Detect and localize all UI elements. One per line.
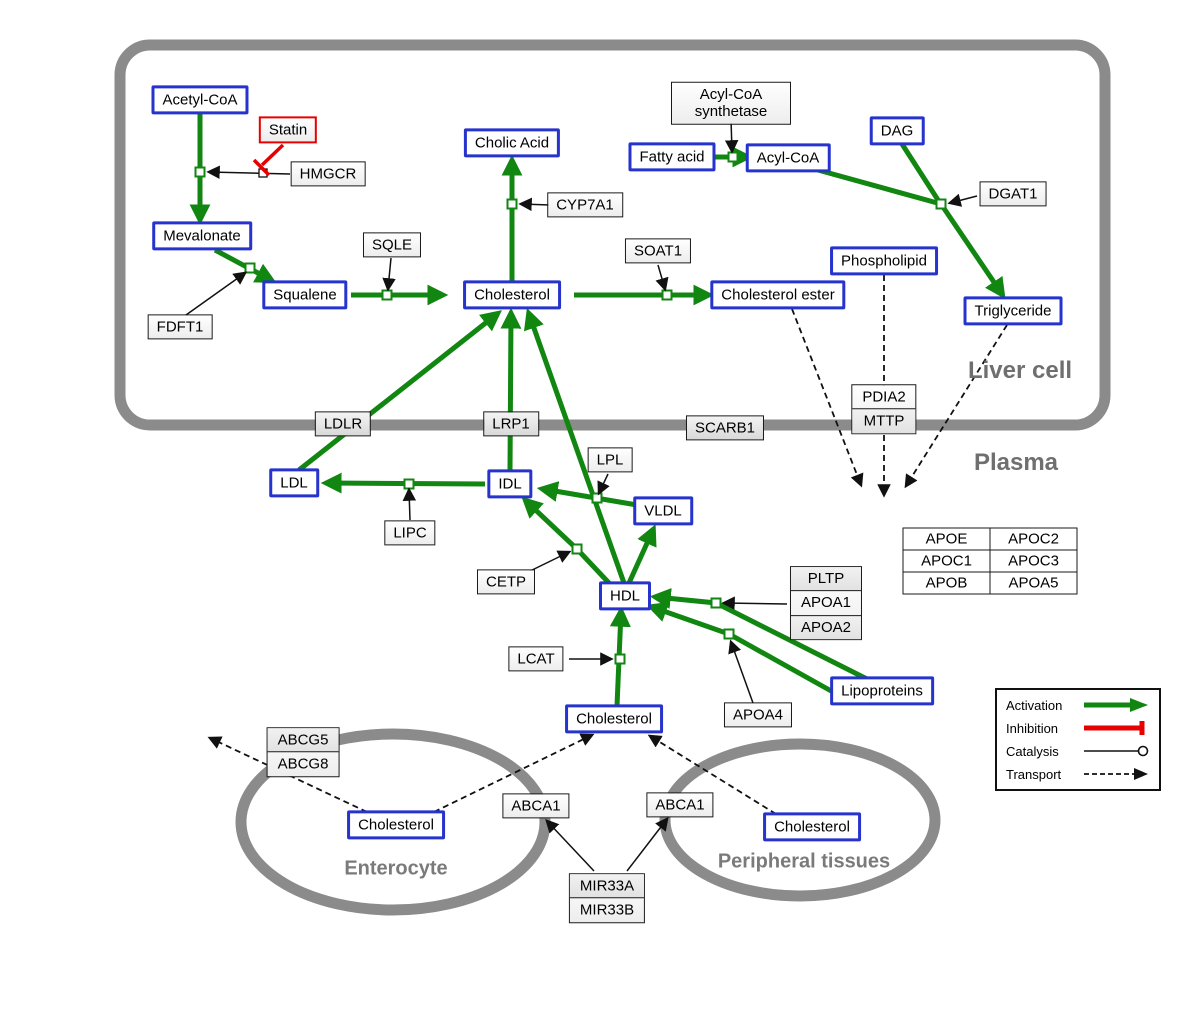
node-ldl[interactable]: LDL [269,468,319,498]
transport-dashed-arrow-icon [1084,768,1148,780]
node-cholesterol-plasma[interactable]: Cholesterol [565,704,663,734]
peripheral-tissues-label: Peripheral tissues [717,850,891,873]
legend-catalysis-row: Catalysis [1006,743,1150,759]
node-sqle[interactable]: SQLE [362,232,422,258]
node-acyl-coa-synthetase[interactable]: Acyl-CoA synthetase [671,81,791,125]
apolipoprotein-table: APOE APOC2 APOC1 APOC3 APOB APOA5 [902,527,1078,595]
node-cholic-acid[interactable]: Cholic Acid [463,128,561,158]
legend-activation-row: Activation [1006,697,1150,713]
legend: Activation Inhibition Catalysis Transpor… [995,688,1161,791]
inhibition-edge [252,143,285,177]
node-mir33b[interactable]: MIR33B [569,897,645,922]
node-lipc[interactable]: LIPC [384,520,436,546]
node-cholesterol-enterocyte[interactable]: Cholesterol [347,810,445,840]
node-dgat1[interactable]: DGAT1 [979,181,1047,207]
activation-edges [189,113,1006,707]
node-hmgcr[interactable]: HMGCR [290,161,366,187]
node-cholesterol-liver[interactable]: Cholesterol [463,280,561,310]
node-apoe[interactable]: APOE [902,527,991,551]
node-vldl[interactable]: VLDL [633,496,693,526]
stack-pdia2-mttp: PDIA2 MTTP [851,384,917,434]
node-abca1-enterocyte[interactable]: ABCA1 [502,793,570,819]
legend-transport-row: Transport [1006,766,1150,782]
node-hdl[interactable]: HDL [598,581,652,611]
node-apob[interactable]: APOB [902,571,991,595]
node-triglyceride[interactable]: Triglyceride [963,296,1063,326]
transport-edges [207,275,1008,815]
enterocyte-label: Enterocyte [344,857,448,880]
activation-arrow-icon [1084,698,1148,712]
node-lcat[interactable]: LCAT [508,646,564,672]
node-apoc2[interactable]: APOC2 [989,527,1078,551]
node-dag[interactable]: DAG [869,116,925,146]
node-lipoproteins[interactable]: Lipoproteins [830,676,934,706]
legend-activation-label: Activation [1006,697,1063,713]
node-cetp[interactable]: CETP [476,569,536,595]
liver-cell-label: Liver cell [967,357,1073,384]
node-acetyl-coa[interactable]: Acetyl-CoA [151,85,249,115]
node-statin[interactable]: Statin [258,116,318,144]
node-cyp7a1[interactable]: CYP7A1 [547,192,623,218]
node-apoa4[interactable]: APOA4 [723,702,793,728]
node-soat1[interactable]: SOAT1 [624,238,692,264]
node-apoc3[interactable]: APOC3 [989,549,1078,573]
catalysis-circle-icon [1084,745,1149,757]
node-mir33a[interactable]: MIR33A [569,874,645,898]
catalysis-edges [185,118,978,872]
legend-inhibition-row: Inhibition [1006,720,1150,736]
inhibition-tbar-icon [1084,721,1145,735]
node-apoa2[interactable]: APOA2 [790,614,862,639]
node-pltp[interactable]: PLTP [790,567,862,591]
node-lpl[interactable]: LPL [587,447,633,473]
stack-pltp-apoa: PLTP APOA1 APOA2 [789,566,863,640]
stack-abcg: ABCG5 ABCG8 [266,727,340,777]
node-abcg8[interactable]: ABCG8 [267,751,339,776]
node-abca1-peripheral[interactable]: ABCA1 [646,792,714,818]
node-acyl-coa[interactable]: Acyl-CoA [745,143,831,173]
node-pdia2[interactable]: PDIA2 [862,388,906,406]
node-apoc1[interactable]: APOC1 [902,549,991,573]
node-phospholipid[interactable]: Phospholipid [830,246,938,276]
compartment-shapes [114,39,1111,916]
node-ldlr[interactable]: LDLR [314,411,372,437]
node-squalene[interactable]: Squalene [262,280,348,310]
node-fdft1[interactable]: FDFT1 [147,314,213,340]
node-lrp1[interactable]: LRP1 [483,411,539,437]
node-mevalonate[interactable]: Mevalonate [152,221,252,251]
node-fatty-acid[interactable]: Fatty acid [628,142,716,172]
node-scarb1[interactable]: SCARB1 [685,415,765,441]
legend-inhibition-label: Inhibition [1006,720,1059,736]
node-apoa5[interactable]: APOA5 [989,571,1078,595]
legend-transport-label: Transport [1006,766,1062,782]
node-abcg5[interactable]: ABCG5 [267,728,339,752]
node-apoa1[interactable]: APOA1 [790,590,862,614]
node-idl[interactable]: IDL [487,469,533,499]
stack-mir33: MIR33A MIR33B [568,873,646,923]
node-cholesterol-peripheral[interactable]: Cholesterol [763,812,861,842]
legend-catalysis-label: Catalysis [1006,743,1059,759]
plasma-label: Plasma [973,449,1059,476]
node-cholesterol-ester[interactable]: Cholesterol ester [710,280,846,310]
reaction-node-squares [194,151,947,665]
node-mttp[interactable]: MTTP [852,408,916,433]
